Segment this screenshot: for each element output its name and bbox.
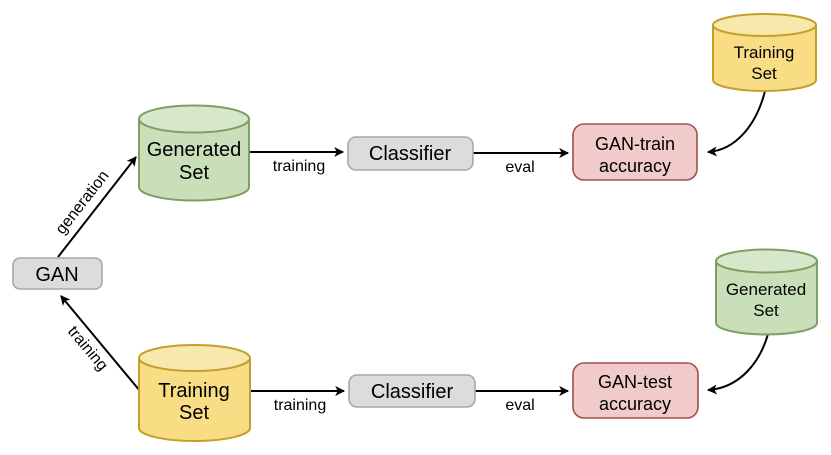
gan-train-accuracy-label-line1: GAN-train: [595, 134, 675, 154]
training-set-corner-label-line2: Set: [751, 64, 777, 83]
edge-label-eval-bottom: eval: [505, 397, 534, 414]
training-set-bottom-cylinder-body: [138, 357, 251, 442]
training-set-corner-cylinder-body: [712, 24, 817, 92]
gan-test-accuracy-box-shape: [572, 362, 699, 419]
classifier-top-label: Classifier: [369, 143, 452, 165]
edge-label-training-top: training: [273, 158, 325, 175]
gan-box-shape: [12, 257, 103, 290]
generated-set-corner-label-line2: Set: [753, 301, 779, 320]
edge-trainingset-to-gantrain-arrow: [706, 90, 766, 157]
training-set-corner-label-line1: Training: [734, 43, 795, 62]
edge-label-training-bottom: training: [274, 397, 326, 414]
classifier-bottom-label: Classifier: [371, 381, 454, 403]
gan-train-accuracy-label-line2: accuracy: [599, 156, 671, 176]
gan-train-accuracy-box-shape: [572, 123, 698, 181]
edge-generatedset-to-gantest-arrow: [706, 333, 769, 395]
gan-test-accuracy-label-line1: GAN-test: [598, 372, 672, 392]
edge-label-eval-top: eval: [505, 159, 534, 176]
generated-set-corner-cylinder-body: [715, 260, 818, 336]
gan-label: GAN: [35, 264, 78, 286]
generated-set-top-label-line2: Set: [179, 162, 209, 184]
generated-set-top-label-line1: Generated: [147, 139, 242, 161]
gan-test-accuracy-label-line2: accuracy: [599, 394, 671, 414]
node-classifier-bottom: Classifier: [348, 374, 476, 408]
generated-set-top-cylinder-body: [138, 118, 250, 202]
generated-set-top-cylinder-top: [138, 104, 250, 134]
edge-generation-arrow: [57, 156, 137, 258]
node-training-set-bottom: Training Set: [138, 344, 251, 442]
generated-set-corner-label-line1: Generated: [726, 280, 806, 299]
edge-label-generation: generation: [53, 168, 113, 238]
node-generated-set-top: Generated Set: [138, 104, 250, 202]
edge-gan-training-arrow: [60, 295, 141, 392]
training-set-corner-cylinder-top: [712, 13, 817, 37]
generated-set-corner-cylinder-top: [715, 248, 818, 274]
node-gan: GAN: [12, 257, 103, 290]
node-training-set-corner: Training Set: [712, 13, 817, 92]
node-classifier-top: Classifier: [347, 136, 474, 171]
training-set-bottom-label-line1: Training: [158, 380, 230, 402]
classifier-bottom-box-shape: [348, 374, 476, 408]
classifier-top-box-shape: [347, 136, 474, 171]
edges: [57, 90, 769, 396]
node-generated-set-corner: Generated Set: [715, 248, 818, 336]
training-set-bottom-cylinder-top: [138, 344, 251, 372]
training-set-bottom-label-line2: Set: [179, 402, 209, 424]
node-gan-train-accuracy: GAN-train accuracy: [572, 123, 698, 181]
node-gan-test-accuracy: GAN-test accuracy: [572, 362, 699, 419]
